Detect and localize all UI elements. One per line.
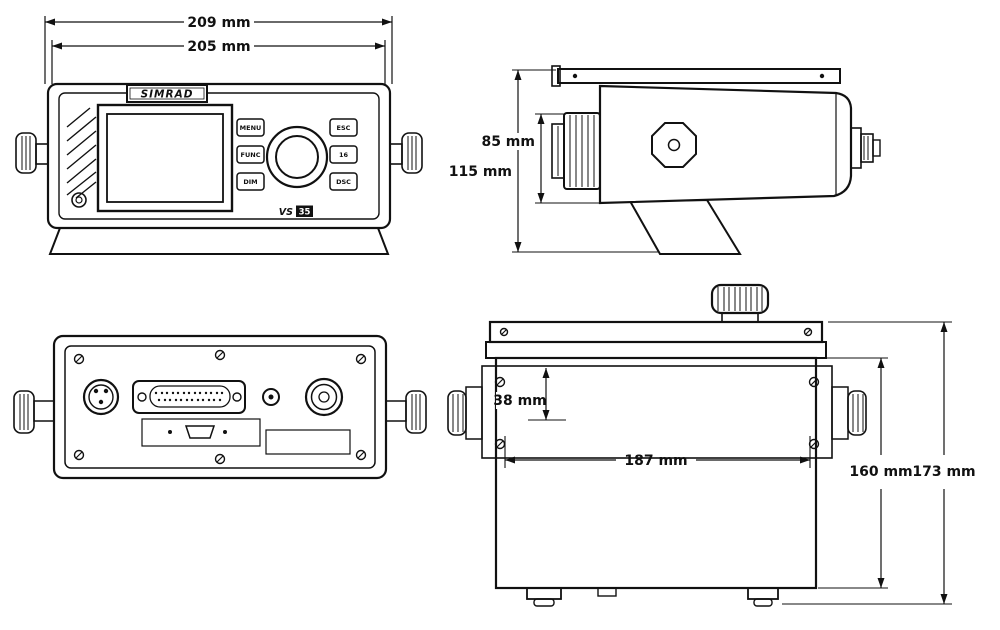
aux-jack xyxy=(262,388,280,406)
model-mark: VS 35 xyxy=(279,205,313,218)
rear-right-wing-knob xyxy=(383,390,427,434)
usb-port xyxy=(141,418,261,447)
rear-view xyxy=(13,334,427,480)
button-dim: DIM xyxy=(236,172,265,191)
power-button xyxy=(71,192,87,208)
front-right-wing-knob xyxy=(387,132,423,174)
button-dsc: DSC xyxy=(329,172,358,191)
simrad-logo: SIMRAD xyxy=(126,84,208,103)
top-flange xyxy=(485,341,827,359)
model-prefix: VS xyxy=(279,207,293,218)
top-mounting-plate xyxy=(481,365,833,459)
dsub-connector xyxy=(132,380,246,414)
model-suffix: 35 xyxy=(299,208,311,218)
side-bracket-knob-octagon xyxy=(651,122,697,168)
side-rear-connector xyxy=(850,127,881,169)
side-bracket-leg xyxy=(628,198,742,255)
button-esc-label: ESC xyxy=(337,124,351,132)
display-screen xyxy=(106,113,224,203)
top-right-wing-knob xyxy=(831,386,867,440)
rear-panel-screws xyxy=(73,349,367,465)
front-case xyxy=(46,82,392,230)
dim-173-label: 173 mm xyxy=(912,464,975,480)
front-bracket-cradle xyxy=(48,227,390,255)
dim-115-label: 115 mm xyxy=(449,164,512,180)
side-rotary-knob xyxy=(551,112,601,190)
dim-38-label: 38 mm xyxy=(493,393,547,409)
dim-187: 187 mm xyxy=(504,436,811,469)
front-view: 209 mm 205 mm xyxy=(15,15,423,255)
side-body xyxy=(598,84,853,205)
front-panel xyxy=(58,92,380,220)
dim-205: 205 mm xyxy=(51,39,386,84)
antenna-connector xyxy=(304,377,344,417)
button-func-label: FUNC xyxy=(241,151,261,159)
top-front-plate xyxy=(488,320,824,344)
dim-173: 173 mm xyxy=(782,321,976,605)
dim-205-label: 205 mm xyxy=(187,39,250,55)
dim-209-label: 209 mm xyxy=(187,15,250,31)
front-left-wing-knob xyxy=(15,132,51,174)
dim-187-label: 187 mm xyxy=(624,453,687,469)
rear-left-wing-knob xyxy=(13,390,57,434)
button-func: FUNC xyxy=(236,145,265,164)
button-esc: ESC xyxy=(329,118,358,137)
display-bezel xyxy=(96,103,234,213)
top-left-wing-knob xyxy=(447,386,483,440)
button-menu: MENU xyxy=(236,118,265,137)
rotary-knob xyxy=(265,125,329,189)
top-view: 38 mm 187 mm 160 mm 173 mm xyxy=(447,283,976,607)
dim-160-label: 160 mm xyxy=(849,464,912,480)
top-plate-screws xyxy=(494,376,820,450)
side-bracket-top-plate xyxy=(551,65,841,87)
dsub-pins xyxy=(154,391,224,402)
dim-38: 38 mm xyxy=(493,368,566,421)
button-dim-label: DIM xyxy=(243,178,257,186)
rear-panel xyxy=(64,345,376,469)
speaker-grille xyxy=(66,107,97,199)
brand-text: SIMRAD xyxy=(141,89,194,101)
dim-115 xyxy=(512,69,664,253)
button-16-label: 16 xyxy=(339,151,349,159)
top-rotary-knob xyxy=(710,283,770,323)
dim-85-label: 85 mm xyxy=(481,134,535,150)
serial-label-plate xyxy=(265,429,351,455)
bottom-cable-glands xyxy=(526,587,779,607)
top-body xyxy=(494,356,818,590)
power-connector xyxy=(82,378,120,416)
dim-160: 160 mm xyxy=(818,357,913,589)
button-16: 16 xyxy=(329,145,358,164)
button-dsc-label: DSC xyxy=(336,178,351,186)
dim-209: 209 mm xyxy=(44,15,393,84)
dim-85 xyxy=(535,113,600,204)
side-view: 85 mm 115 mm xyxy=(449,65,881,255)
button-menu-label: MENU xyxy=(240,124,262,132)
